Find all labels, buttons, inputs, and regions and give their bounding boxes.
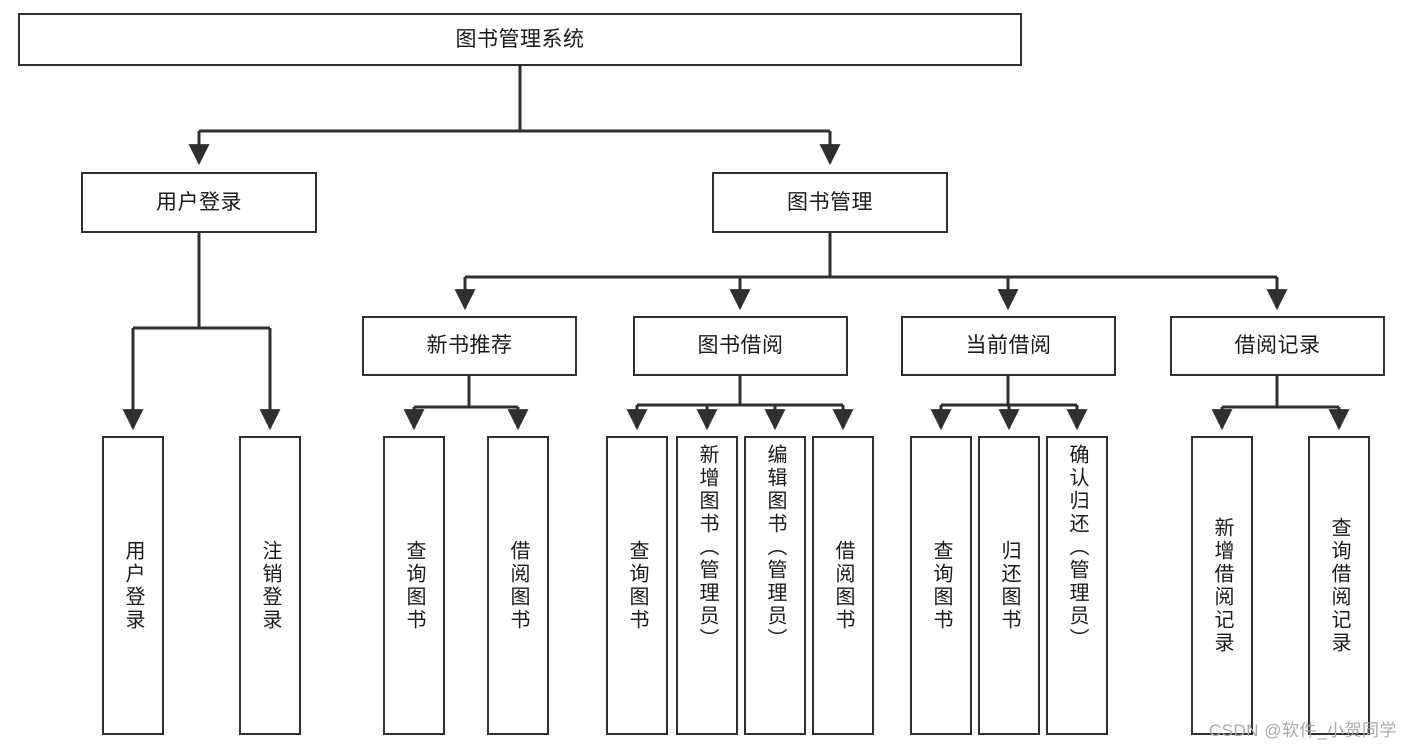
node-leaf-query-book-3[interactable]: 查询图书 xyxy=(910,436,972,735)
node-user-login[interactable]: 用户登录 xyxy=(81,172,317,233)
node-leaf-return-book[interactable]: 归还图书 xyxy=(978,436,1040,735)
node-book-management[interactable]: 图书管理 xyxy=(712,172,948,233)
node-label: 借阅图书 xyxy=(832,539,854,632)
node-current-borrow[interactable]: 当前借阅 xyxy=(901,316,1116,376)
node-label: 查询图书 xyxy=(403,539,425,632)
node-label: 编辑图书（管理员） xyxy=(764,444,786,651)
node-new-book-recommend[interactable]: 新书推荐 xyxy=(362,316,577,376)
node-leaf-query-book-1[interactable]: 查询图书 xyxy=(383,436,445,735)
node-label: 图书借阅 xyxy=(697,334,784,358)
node-label: 查询图书 xyxy=(626,539,648,632)
node-label: 归还图书 xyxy=(998,539,1020,632)
node-label: 用户登录 xyxy=(156,190,242,214)
node-label: 查询图书 xyxy=(930,539,952,632)
csdn-watermark: CSDN @软件_小贺同学 xyxy=(1208,721,1397,740)
node-label: 注销登录 xyxy=(259,539,281,632)
node-label: 当前借阅 xyxy=(965,334,1052,358)
node-leaf-query-book-2[interactable]: 查询图书 xyxy=(606,436,668,735)
node-label: 图书管理系统 xyxy=(455,27,585,51)
node-root-book-management-system[interactable]: 图书管理系统 xyxy=(18,13,1022,66)
node-leaf-confirm-return[interactable]: 确认归还（管理员） xyxy=(1046,436,1108,735)
node-label: 新增图书（管理员） xyxy=(696,444,718,651)
node-label: 确认归还（管理员） xyxy=(1066,444,1088,651)
node-leaf-add-book[interactable]: 新增图书（管理员） xyxy=(676,436,738,735)
node-label: 用户登录 xyxy=(122,539,144,632)
node-leaf-borrow-book-1[interactable]: 借阅图书 xyxy=(487,436,549,735)
node-label: 借阅记录 xyxy=(1234,334,1321,358)
node-label: 借阅图书 xyxy=(507,539,529,632)
node-book-borrow[interactable]: 图书借阅 xyxy=(633,316,848,376)
node-leaf-add-record[interactable]: 新增借阅记录 xyxy=(1191,436,1253,735)
node-label: 新增借阅记录 xyxy=(1211,516,1233,655)
node-label: 新书推荐 xyxy=(426,334,513,358)
node-label: 查询借阅记录 xyxy=(1328,516,1350,655)
node-leaf-logout-login[interactable]: 注销登录 xyxy=(239,436,301,735)
node-leaf-borrow-book-2[interactable]: 借阅图书 xyxy=(812,436,874,735)
node-leaf-user-login[interactable]: 用户登录 xyxy=(102,436,164,735)
node-label: 图书管理 xyxy=(787,190,873,214)
node-leaf-edit-book[interactable]: 编辑图书（管理员） xyxy=(744,436,806,735)
node-leaf-query-record[interactable]: 查询借阅记录 xyxy=(1308,436,1370,735)
node-borrow-record[interactable]: 借阅记录 xyxy=(1170,316,1385,376)
